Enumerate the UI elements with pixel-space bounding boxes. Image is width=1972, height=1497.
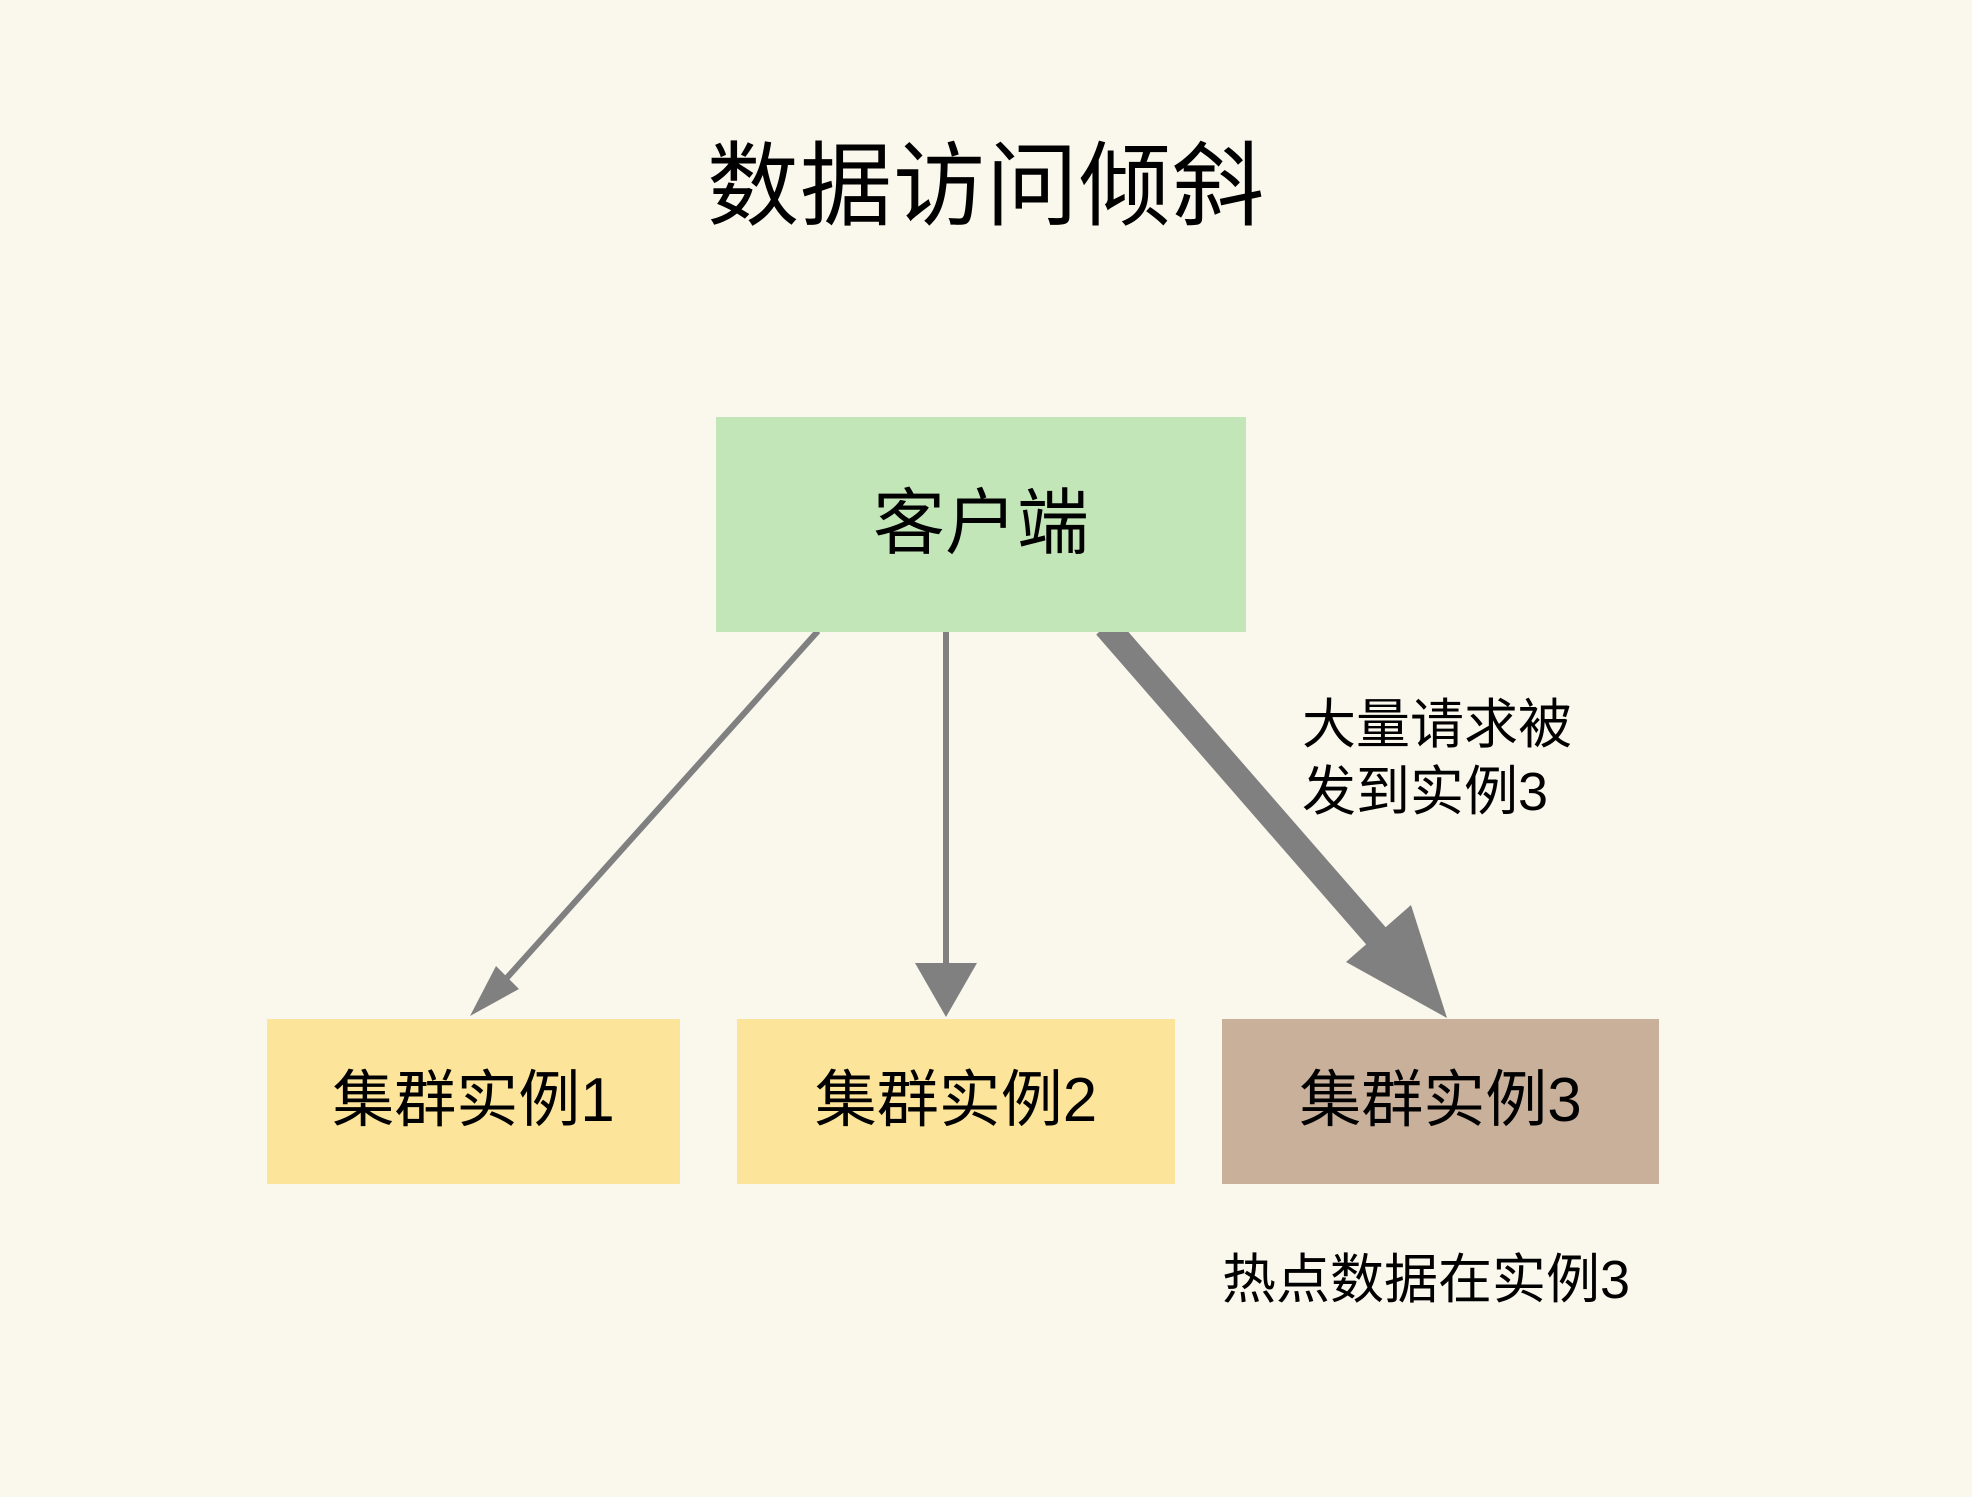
node-instance-1[interactable]: 集群实例1 [267,1019,680,1184]
node-instance-2-label: 集群实例2 [814,1066,1098,1136]
node-instance-1-label: 集群实例1 [332,1066,615,1136]
node-client[interactable]: 客户端 [716,417,1246,632]
node-instance-3[interactable]: 集群实例3 [1222,1019,1659,1184]
annotation-hotspot: 热点数据在实例3 [1222,1250,1631,1310]
node-instance-2[interactable]: 集群实例2 [737,1019,1175,1184]
edge-client-to-instance-1 [470,628,821,1016]
page-title: 数据访问倾斜 [706,136,1265,238]
annotation-heavy-traffic: 大量请求被 发到实例3 [1302,695,1572,822]
edge-client-to-instance-2 [915,631,977,1017]
node-client-label: 客户端 [872,483,1089,564]
node-instance-3-label: 集群实例3 [1299,1066,1582,1136]
